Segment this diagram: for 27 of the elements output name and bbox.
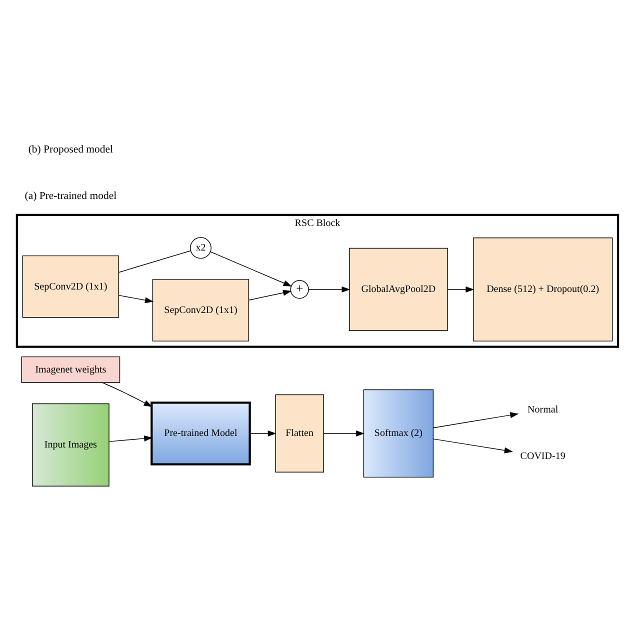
node-box: Dense (512) + Dropout(0.2) <box>472 237 613 341</box>
arrow <box>102 382 152 406</box>
node-box: Input Images <box>32 402 110 486</box>
arrow <box>447 286 474 292</box>
arrow <box>323 430 365 436</box>
node-box: Flatten <box>275 394 324 472</box>
arrow <box>250 430 276 436</box>
arrow <box>248 289 292 300</box>
node-box: SepConv2D (1x1) <box>22 254 120 318</box>
node-box: SepConv2D (1x1) <box>152 278 250 341</box>
arrow <box>210 250 292 286</box>
node-box: Imagenet weights <box>21 356 120 382</box>
label: (b) Proposed model <box>28 142 114 155</box>
node-box: Softmax (2) <box>363 388 434 478</box>
node-box: Pre-trained Model <box>150 401 251 465</box>
node-circle: + <box>290 280 309 298</box>
node-text: Normal <box>528 404 558 415</box>
label: (a) Pre-trained model <box>24 189 117 202</box>
node-text: COVID-19 <box>520 450 566 462</box>
node-circle: x2 <box>190 236 212 258</box>
arrow <box>118 294 154 303</box>
arrow <box>308 286 350 292</box>
arrow <box>108 434 153 442</box>
arrow <box>432 412 519 428</box>
connector <box>118 250 191 272</box>
node-box: GlobalAvgPool2D <box>349 247 448 331</box>
arrow <box>432 438 514 453</box>
